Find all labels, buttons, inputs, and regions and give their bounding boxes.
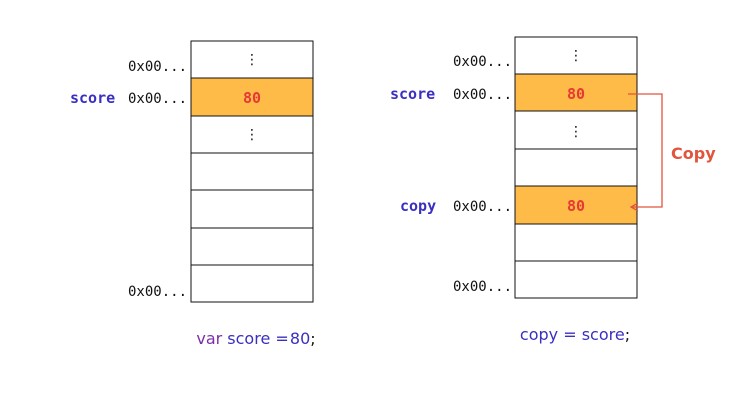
right-score-value: 80	[567, 85, 585, 103]
left-ellipsis-mid: ⋮	[245, 127, 259, 143]
right-cell-3	[514, 110, 638, 150]
caption-semicolon: ;	[310, 329, 315, 348]
right-cell-7	[514, 260, 638, 299]
left-cell-5	[190, 189, 314, 229]
right-cell-4	[514, 148, 638, 187]
right-ellipsis-top: ⋮	[569, 48, 583, 64]
caption-semicolon-right: ;	[625, 325, 630, 344]
caption-identifier-score: score	[227, 329, 270, 348]
left-address-3: 0x00...	[128, 284, 187, 300]
right-address-2: 0x00...	[453, 87, 512, 103]
caption-keyword-var: var	[196, 329, 222, 348]
caption-identifier-copy: copy	[520, 325, 558, 344]
right-cell-6	[514, 223, 638, 262]
caption-operator: =	[275, 329, 288, 348]
copy-arrow	[628, 93, 663, 212]
right-memory-table: ⋮ 80 ⋮ 80	[514, 36, 638, 299]
right-address-3: 0x00...	[453, 199, 512, 215]
left-cell-1	[190, 40, 314, 79]
left-memory-table: ⋮ 80 ⋮	[190, 40, 314, 303]
left-address-1: 0x00...	[128, 59, 187, 75]
left-caption: var score = 80;	[196, 329, 315, 348]
right-address-1: 0x00...	[453, 54, 512, 70]
left-cell-2-highlighted	[190, 77, 314, 117]
right-ellipsis-mid: ⋮	[569, 124, 583, 140]
left-ellipsis-top: ⋮	[245, 52, 259, 68]
left-cell-6	[190, 227, 314, 266]
right-copy-value: 80	[567, 197, 585, 215]
right-score-label: score	[390, 85, 435, 103]
right-address-4: 0x00...	[453, 279, 512, 295]
right-cell-1	[514, 36, 638, 75]
caption-operator-assign: =	[563, 325, 576, 344]
caption-source-score: score	[582, 325, 625, 344]
left-score-label: score	[70, 89, 115, 107]
left-cell-4	[190, 152, 314, 191]
left-cell-7	[190, 264, 314, 303]
caption-value: 80	[290, 329, 310, 348]
copy-arrow-label: Copy	[671, 144, 716, 163]
right-copy-label: copy	[400, 197, 436, 215]
left-cell-3	[190, 115, 314, 154]
right-caption: copy = score;	[520, 325, 630, 344]
left-address-2: 0x00...	[128, 91, 187, 107]
left-score-value: 80	[243, 89, 261, 107]
